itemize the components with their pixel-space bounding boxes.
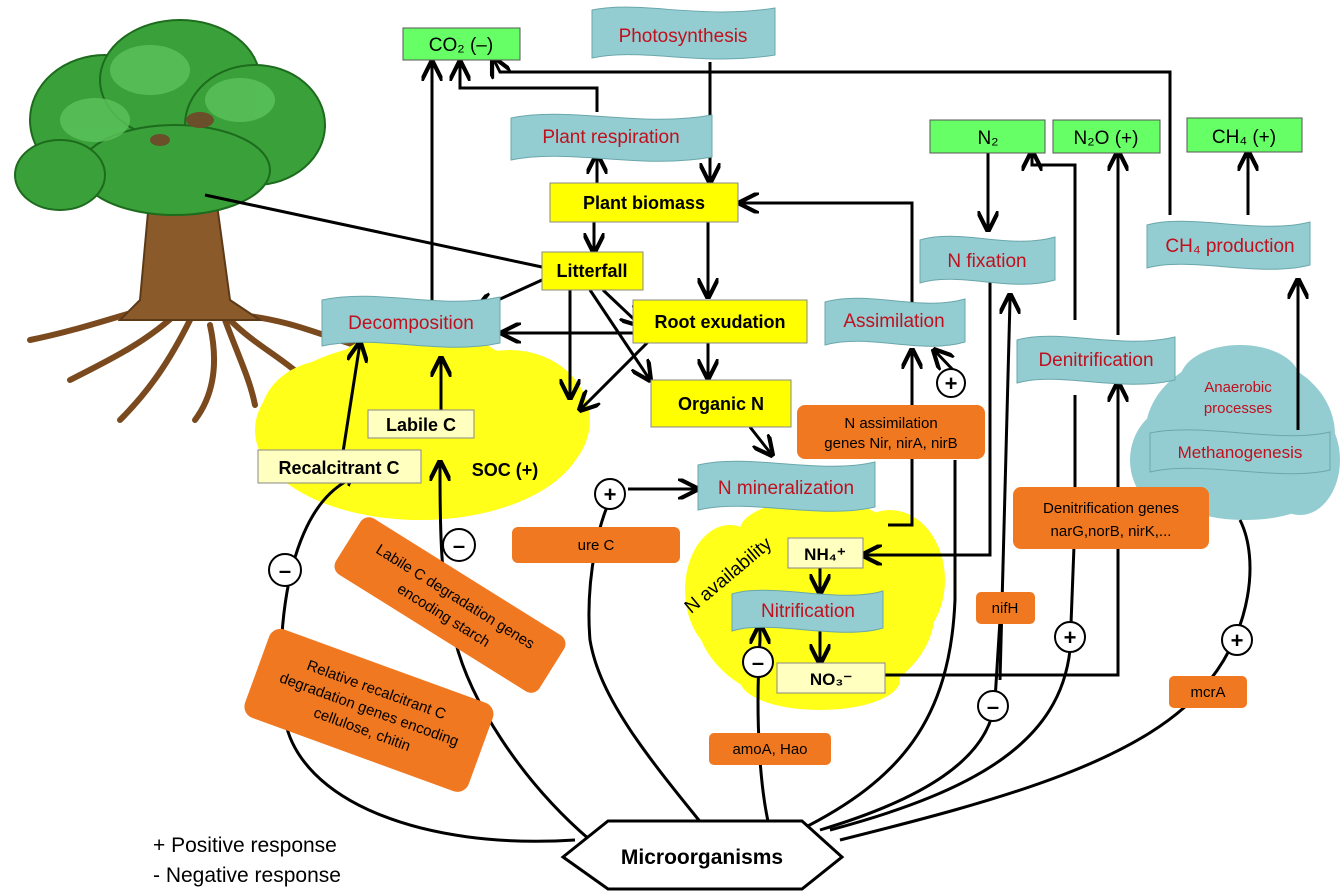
anaerobic-label-line2: processes (1204, 400, 1272, 417)
mcra-gene-box: mcrA (1169, 676, 1247, 708)
gas-n2-label: N₂ (977, 128, 998, 149)
nitrification-banner (731, 589, 884, 633)
denitrification-banner (1016, 335, 1176, 385)
nifh-gene-box: nifH (976, 592, 1035, 624)
n-assimilation-genes-line1: N assimilation (844, 415, 937, 432)
n-fixation-label: N fixation (947, 251, 1026, 272)
amoa-hao-gene-box: amoA, Hao (709, 733, 831, 765)
assimilation-label: Assimilation (843, 311, 944, 332)
ch4-production-label: CH₄ production (1165, 236, 1294, 257)
nifh-label: nifH (992, 600, 1019, 617)
no3-box: NO₃⁻ (776, 662, 886, 694)
gas-n2-box: N₂ (929, 119, 1046, 154)
microorganisms-label: Microorganisms (621, 846, 783, 869)
ure-c-gene-box: ure C (512, 527, 680, 563)
decomposition-label: Decomposition (348, 313, 474, 334)
microorganisms-hexagon: Microorganisms (560, 819, 845, 891)
minus-sign-nifh (977, 690, 1009, 722)
litterfall-box: Litterfall (541, 251, 644, 291)
mcra-label: mcrA (1191, 684, 1226, 701)
plant-biomass-label: Plant biomass (583, 193, 705, 213)
photosynthesis-banner (591, 6, 776, 60)
gas-ch4-label: CH₄ (+) (1212, 127, 1276, 148)
ure-c-label: ure C (578, 537, 615, 554)
ch4-production-banner (1146, 220, 1311, 270)
labile-c-label: Labile C (386, 415, 456, 435)
denitrification-label: Denitrification (1038, 350, 1153, 371)
n-mineralization-label: N mineralization (718, 478, 854, 499)
minus-text-labile: – (453, 533, 465, 558)
plant-respiration-label: Plant respiration (542, 127, 679, 148)
recalcitrant-c-box: Recalcitrant C (257, 449, 422, 484)
denitrification-genes-line1: Denitrification genes (1043, 500, 1179, 517)
root-exudation-label: Root exudation (655, 312, 786, 332)
line-micro-denitrification (829, 395, 1077, 832)
denitrification-genes-box: Denitrification genes narG,norB, nirK,..… (1013, 487, 1209, 549)
methanogenesis-label: Methanogenesis (1178, 443, 1303, 462)
minus-text-recalcitrant: – (279, 558, 291, 583)
recalcitrant-c-label: Recalcitrant C (278, 458, 399, 478)
n-mineralization-banner (697, 460, 876, 512)
minus-sign-labile (442, 528, 476, 562)
labile-c-box: Labile C (367, 409, 475, 439)
plus-sign-mineralization (594, 478, 626, 510)
line-tree-litterfall (204, 193, 543, 269)
n-fixation-banner (919, 235, 1056, 285)
gas-n2o-box: N₂O (+) (1052, 119, 1161, 154)
root-exudation-box: Root exudation (632, 299, 808, 344)
organic-n-box: Organic N (650, 379, 792, 428)
gas-co2-box: CO₂ (–) (402, 27, 521, 61)
plant-respiration-banner (510, 113, 713, 162)
soc-label: SOC (+) (472, 460, 539, 480)
assimilation-banner (824, 297, 966, 347)
nh4-label: NH₄⁺ (804, 545, 846, 564)
litterfall-label: Litterfall (556, 261, 627, 281)
anaerobic-label-line1: Anaerobic (1204, 379, 1272, 396)
legend-negative: - Negative response (153, 864, 341, 887)
photosynthesis-label: Photosynthesis (619, 26, 748, 47)
line-micro-assimilation-genes (799, 460, 957, 832)
amoa-hao-label: amoA, Hao (732, 741, 807, 758)
plus-text-methanogenesis: + (1231, 628, 1244, 653)
minus-text-nitrification: – (752, 650, 764, 675)
legend: + Positive response - Negative response (153, 834, 341, 887)
methanogenesis-banner (1149, 429, 1331, 475)
plus-sign-denitrification (1054, 621, 1086, 653)
plus-text-assimilation: + (945, 371, 958, 396)
n-assimilation-genes-line2: genes Nir, nirA, nirB (824, 435, 957, 452)
plus-sign-methanogenesis (1221, 624, 1253, 656)
plus-text-mineralization: + (604, 482, 617, 507)
gas-co2-label: CO₂ (–) (429, 35, 493, 56)
nh4-box: NH₄⁺ (787, 537, 864, 569)
gas-n2o-label: N₂O (+) (1074, 128, 1139, 149)
plant-biomass-box: Plant biomass (549, 182, 739, 223)
plus-sign-assimilation (936, 368, 966, 398)
minus-text-nifh: – (987, 694, 999, 719)
gas-ch4-box: CH₄ (+) (1186, 117, 1303, 153)
minus-sign-recalcitrant (268, 553, 302, 587)
tree-illustration (14, 19, 358, 423)
nitrification-label: Nitrification (761, 601, 855, 622)
recalcitrant-c-genes-box: Relative recalcitrant C degradation gene… (244, 628, 494, 792)
no3-label: NO₃⁻ (810, 670, 852, 689)
organic-n-label: Organic N (678, 394, 764, 414)
legend-positive: + Positive response (153, 834, 337, 857)
minus-sign-nitrification (742, 646, 774, 678)
denitrification-genes-line2: narG,norB, nirK,... (1051, 523, 1172, 540)
decomposition-banner (321, 295, 501, 348)
n-assimilation-genes-box: N assimilation genes Nir, nirA, nirB (797, 405, 985, 459)
plus-text-denitrification: + (1064, 625, 1077, 650)
